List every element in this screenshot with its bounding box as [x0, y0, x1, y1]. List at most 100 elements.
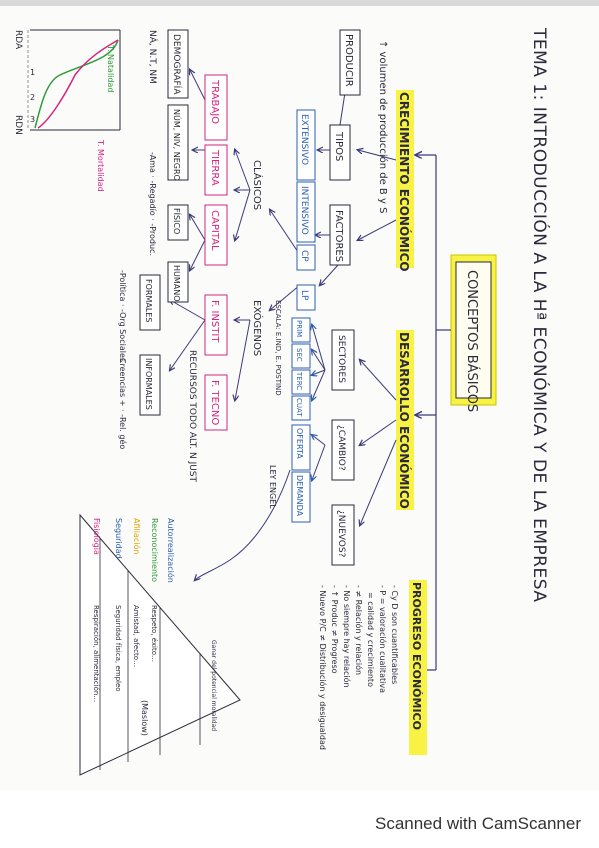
- maslow-pyramid: [79, 513, 241, 776]
- oferta-box: [291, 424, 311, 471]
- sector-sec-box: [291, 343, 311, 369]
- progreso-note-5: - ↑ Produc ≠ Progreso: [330, 585, 339, 674]
- phase-mark-3: 3: [30, 115, 35, 124]
- page-title: TEMA 1: INTRODUCCIÓN A LA Hª ECONÓMICA Y…: [529, 27, 551, 603]
- pyramid-level-1: Reconocimiento: [150, 518, 159, 582]
- informales-box: [139, 354, 161, 416]
- trabajo-box: [204, 74, 228, 141]
- branch-crecimiento: CRECIMIENTO ECONÓMICO: [397, 92, 412, 272]
- extensivo-box: [296, 109, 316, 181]
- cp-box: [296, 244, 316, 271]
- nuevos-label: ¿NUEVOS?: [336, 510, 346, 558]
- formales-notes: -Política · -Org Sociales: [118, 270, 127, 362]
- nuevos-box: [331, 504, 355, 566]
- f-tecno-label: F. TECNO: [209, 380, 220, 425]
- progreso-note-0: - Cy D son cuantificables: [390, 585, 399, 684]
- cambio-box: [331, 419, 355, 481]
- formales-label: FORMALES: [144, 279, 153, 322]
- clasicos-label: CLÁSICOS: [251, 160, 264, 210]
- trabajo-label: TRABAJO: [209, 79, 220, 124]
- capital-box: [204, 204, 228, 266]
- demografia-label: DEMOGRAFÍA: [171, 34, 183, 95]
- pyramid-level-0: Autorrealización: [166, 518, 176, 583]
- exogenos-label: EXÓGENOS: [251, 300, 264, 356]
- tipos-box: [329, 124, 351, 181]
- center-label: CONCEPTOS BÁSICOS: [464, 270, 480, 412]
- progreso-note-6: - Nuevo P/C ≠ Distribución y desigualdad: [318, 585, 328, 750]
- natalidad-curve: [34, 39, 119, 129]
- lp-box: [296, 284, 316, 311]
- fisico-label: FÍSICO: [172, 208, 183, 234]
- scan-border: [0, 0, 599, 6]
- pyramid-level-3: Seguridad: [114, 518, 123, 559]
- ley-engel-label: LEY ENGEL: [268, 465, 277, 509]
- factores-label: FACTORES: [333, 210, 344, 262]
- rda-label: RDA: [13, 30, 23, 50]
- humano-box: [167, 261, 189, 303]
- sectores-box: [331, 329, 355, 391]
- progreso-notes: - Cy D son cuantificables - P = valoraci…: [318, 585, 399, 750]
- informales-notes: -Creencias + · -Rel. géo: [118, 355, 128, 449]
- pyramid-desc-2: Amistad, afecto…: [132, 605, 140, 667]
- f-tecno-box: [204, 374, 228, 431]
- maslow-label: (Maslow): [140, 700, 149, 736]
- crecimiento-highlight: [396, 90, 414, 268]
- sector-prim: PRIM: [295, 320, 303, 337]
- progreso-note-3: - ≠ Relación y relación: [354, 585, 364, 675]
- progreso-note-1: - P = valoración cualitativa: [378, 585, 388, 693]
- sector-sec: SEC: [295, 348, 303, 362]
- sector-cuat: CUAT: [295, 398, 303, 417]
- tierra-label: TIERRA: [209, 149, 220, 186]
- branch-progreso: PROGRESO ECONÓMICO: [410, 582, 423, 730]
- phase-mark-1: 1: [30, 68, 35, 77]
- progreso-note-2: = calidad y crecimiento: [366, 592, 375, 687]
- formales-box: [139, 274, 161, 331]
- demanda-box: [291, 471, 311, 523]
- intensivo-label: INTENSIVO: [299, 186, 309, 235]
- sector-terc-box: [291, 369, 311, 395]
- sector-boxes: [291, 317, 311, 421]
- humano-label: HUMANO: [172, 265, 181, 302]
- sector-terc: TERC: [295, 371, 303, 390]
- nivel-label: NÚM, NIV, NEGRO: [172, 109, 183, 181]
- pyramid-desc-1: Respeto, éxito…: [150, 605, 158, 662]
- tierra-notes: -Ama · -Regadío · -Produc.: [148, 152, 157, 256]
- cp-label: CP: [299, 250, 309, 262]
- informales-label: INFORMALES: [144, 358, 153, 410]
- pyramid-desc-3: Seguridad física, empleo: [114, 605, 122, 692]
- tipos-label: TIPOS: [333, 131, 344, 161]
- concept-map: TEMA 1: INTRODUCCIÓN A LA Hª ECONÓMICA Y…: [13, 27, 551, 776]
- mortalidad-curve: [37, 39, 119, 129]
- oferta-label: OFERTA: [295, 428, 304, 459]
- branch-desarrollo: DESARROLLO ECONÓMICO: [397, 332, 412, 509]
- scanner-footer: Scanned with CamScanner: [0, 790, 599, 848]
- pyramid-desc-4: Respiración, alimentación…: [92, 605, 100, 702]
- producir-label: PRODUCIR: [343, 34, 354, 87]
- desarrollo-arrows: [195, 325, 397, 580]
- cambio-label: ¿CAMBIO?: [336, 425, 346, 471]
- pyramid-desc-0: Ganar del potencial moralidad: [210, 640, 217, 731]
- recursos-label: RECURSOS TODO ALT. N JUST: [187, 350, 197, 483]
- capital-label: CAPITAL: [209, 210, 220, 251]
- t-natalidad-label: T. Natalidad: [106, 44, 115, 92]
- pyramid-level-4: Fisiología: [92, 518, 101, 555]
- lp-label: LP: [299, 290, 309, 301]
- pyramid-level-2: Afiliación: [132, 518, 142, 554]
- t-mortalidad-label: T. Mortalidad: [96, 139, 105, 192]
- demographic-chart: [27, 29, 121, 131]
- tierra-box: [204, 144, 228, 196]
- intensivo-box: [296, 181, 316, 243]
- desarrollo-highlight: [396, 330, 414, 510]
- sector-cuat-box: [291, 395, 311, 421]
- sectores-label: SECTORES: [336, 335, 346, 383]
- progreso-highlight: [409, 580, 427, 755]
- crecimiento-definition: ↑ volumen de producción de B y S: [377, 40, 389, 213]
- extensivo-label: EXTENSIVO: [299, 114, 309, 165]
- demanda-label: DEMANDA: [295, 475, 304, 517]
- producir-box: [339, 29, 361, 96]
- f-instit-label: F. INSTIT: [209, 300, 220, 343]
- crecimiento-arrows: [170, 40, 397, 400]
- factores-box: [329, 204, 351, 266]
- f-instit-box: [204, 294, 228, 356]
